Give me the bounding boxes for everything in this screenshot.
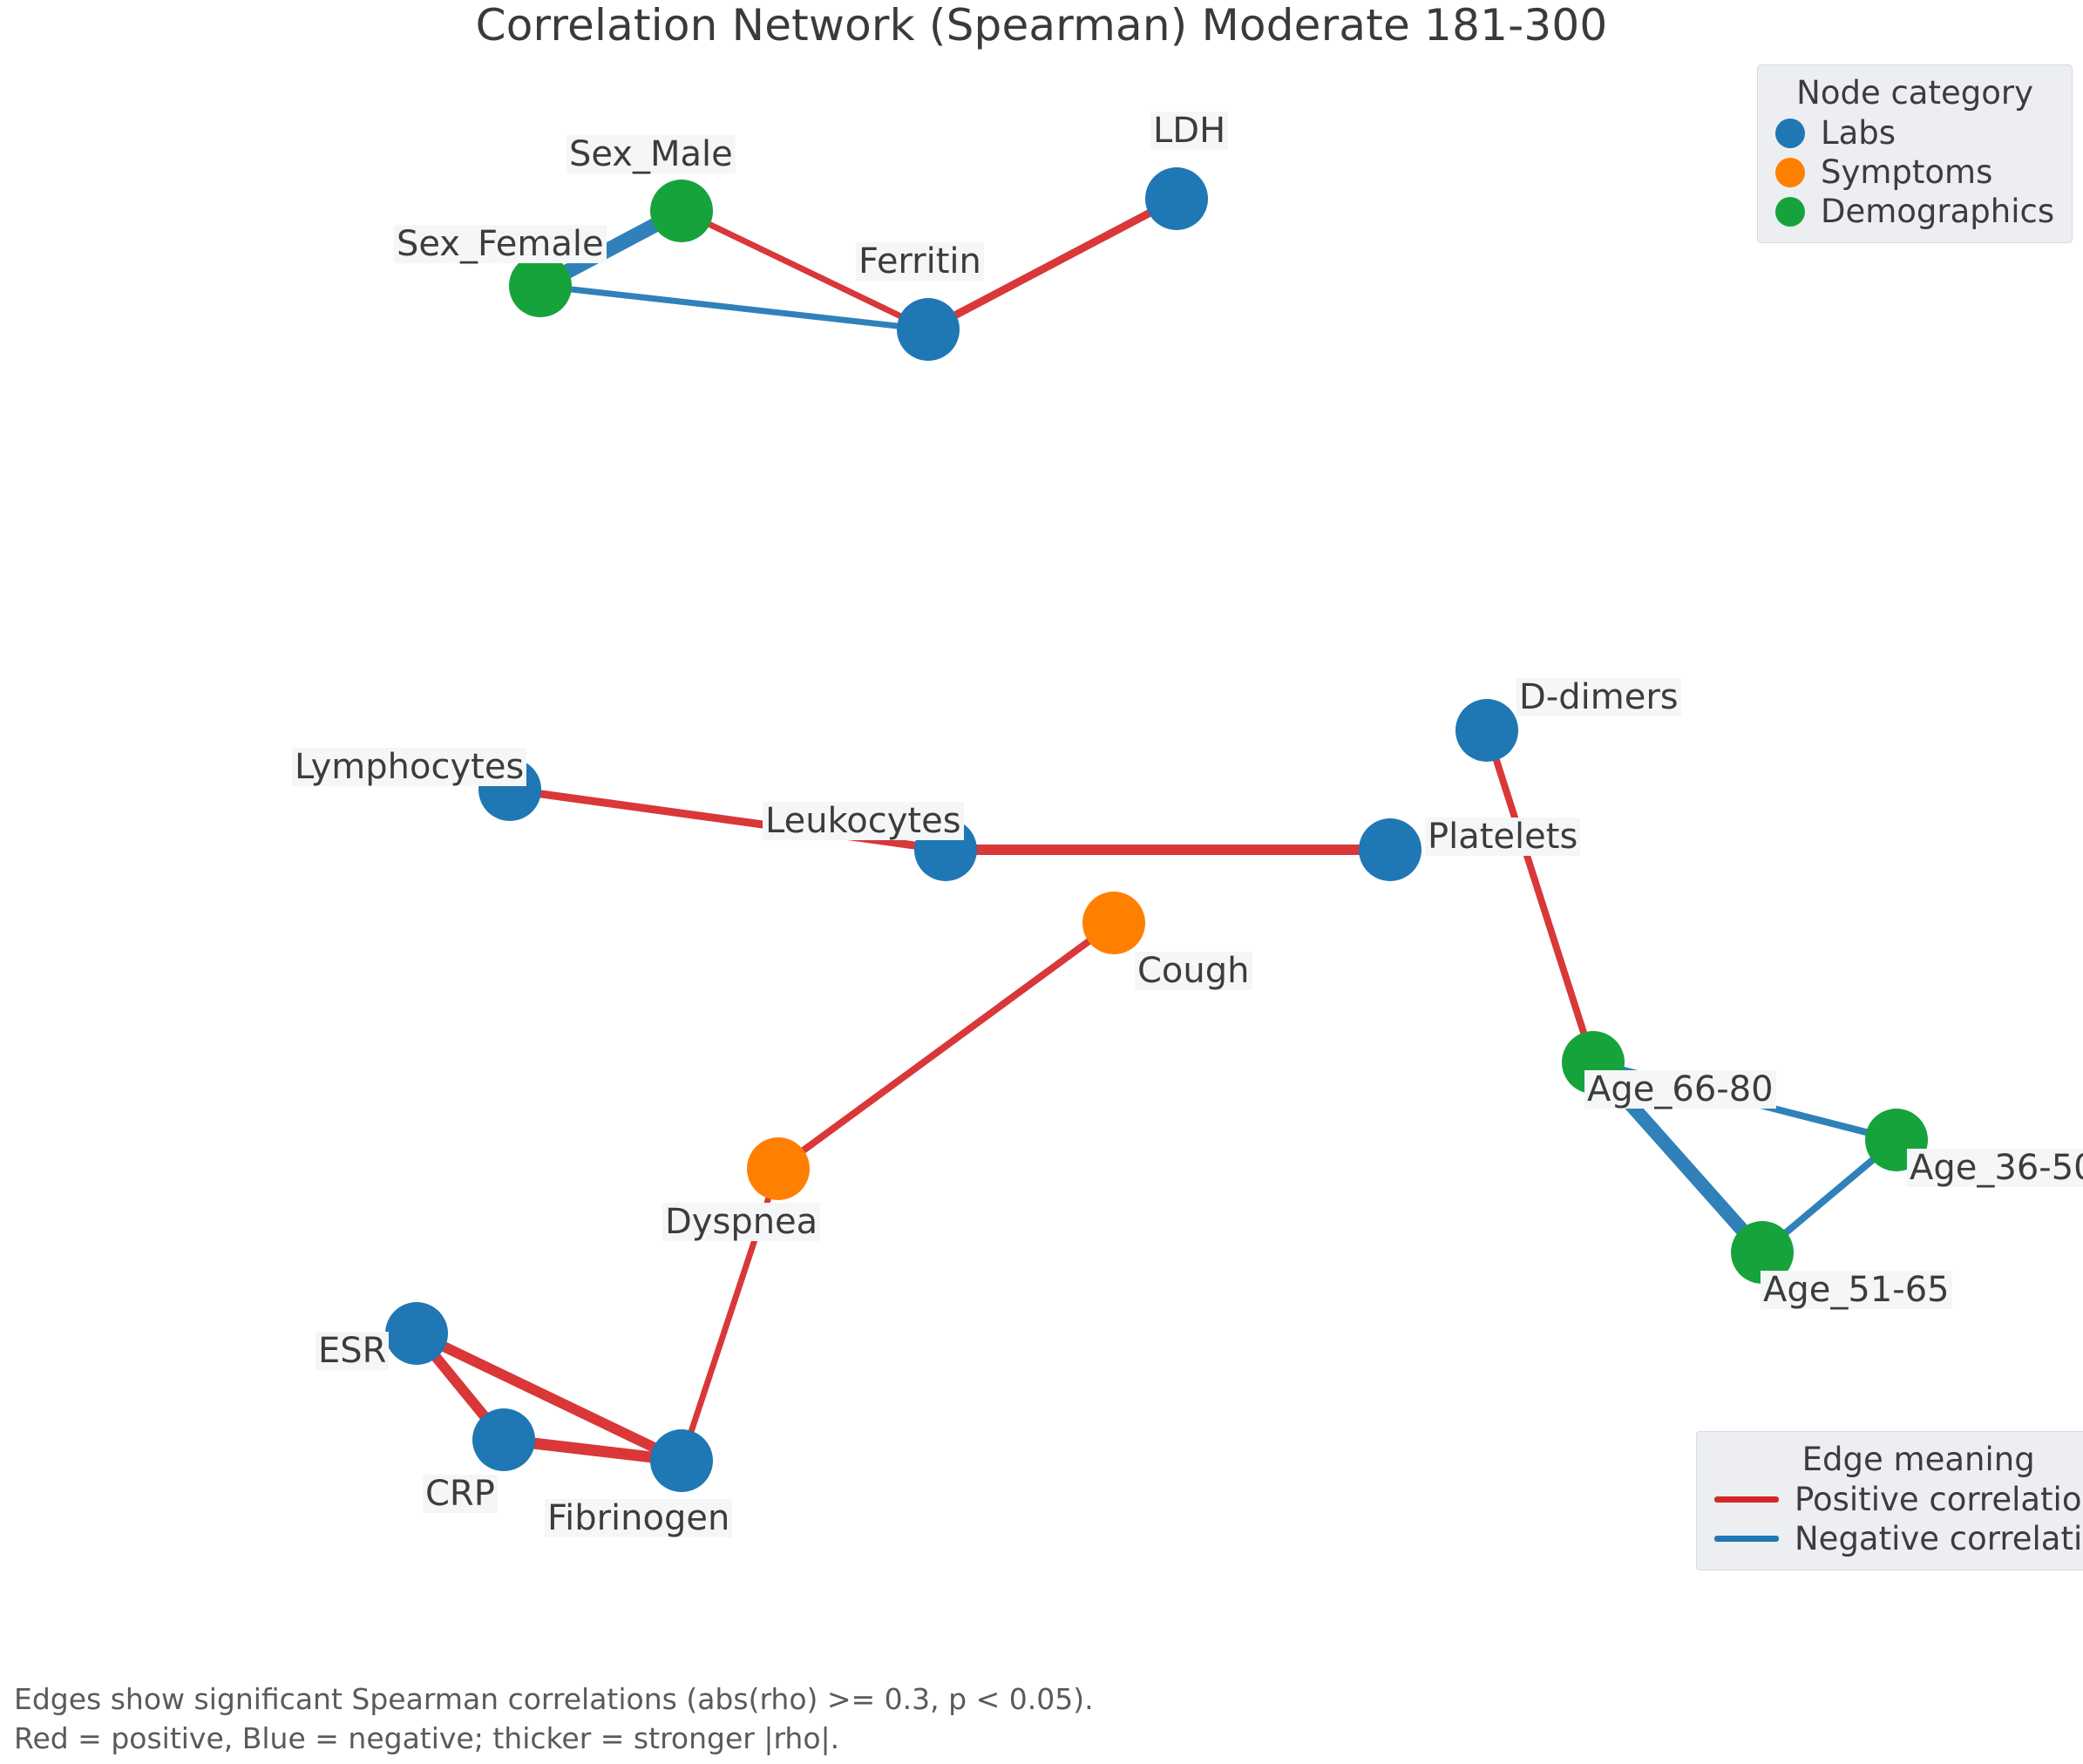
legend-item-label: Symptoms bbox=[1821, 153, 1993, 191]
node-Ferritin[interactable] bbox=[897, 298, 960, 361]
node-Sex_Male[interactable] bbox=[650, 180, 713, 242]
node-label-Platelets: Platelets bbox=[1425, 818, 1581, 856]
node-D-dimers[interactable] bbox=[1455, 699, 1518, 762]
node-label-CRP: CRP bbox=[423, 1475, 498, 1513]
page-title: Correlation Network (Spearman) Moderate … bbox=[475, 0, 1608, 51]
legend-item-labs: Labs bbox=[1775, 114, 2054, 152]
edge-meaning-legend: Edge meaning Positive correlation Negati… bbox=[1696, 1431, 2083, 1571]
node-label-Sex_Male: Sex_Male bbox=[567, 135, 736, 173]
node-Fibrinogen[interactable] bbox=[650, 1429, 713, 1492]
node-label-Age_66-80: Age_66-80 bbox=[1584, 1070, 1776, 1109]
node-Cough[interactable] bbox=[1082, 892, 1145, 954]
node-label-Dyspnea: Dyspnea bbox=[662, 1203, 821, 1241]
footnote-line-1: Edges show significant Spearman correlat… bbox=[14, 1682, 1094, 1716]
node-label-Sex_Female: Sex_Female bbox=[394, 225, 607, 263]
node-label-Ferritin: Ferritin bbox=[856, 242, 984, 281]
edge-Ferritin-LDH bbox=[924, 194, 1181, 334]
node-label-Fibrinogen: Fibrinogen bbox=[545, 1499, 733, 1537]
node-ESR[interactable] bbox=[385, 1302, 448, 1365]
legend-item-positive-correlation: Positive correlation bbox=[1714, 1481, 2083, 1518]
edge-Sex_Female-Ferritin bbox=[537, 282, 932, 333]
negative-edge-swatch-icon bbox=[1714, 1536, 1779, 1542]
edge-meaning-legend-title: Edge meaning bbox=[1801, 1441, 2035, 1478]
legend-item-label: Labs bbox=[1821, 114, 1896, 152]
edges-layer bbox=[411, 194, 1900, 1467]
legend-item-label: Positive correlation bbox=[1795, 1481, 2083, 1518]
node-label-Lymphocytes: Lymphocytes bbox=[292, 748, 527, 786]
node-label-ESR: ESR bbox=[316, 1332, 390, 1370]
node-label-D-dimers: D-dimers bbox=[1516, 678, 1681, 716]
legend-item-negative-correlation: Negative correlation bbox=[1714, 1520, 2083, 1557]
footnote-line-2: Red = positive, Blue = negative; thicker… bbox=[14, 1720, 840, 1755]
demographics-dot-icon bbox=[1775, 196, 1805, 227]
node-Age_51-65[interactable] bbox=[1731, 1221, 1794, 1284]
node-label-Leukocytes: Leukocytes bbox=[763, 802, 964, 840]
node-label-Cough: Cough bbox=[1135, 952, 1252, 990]
node-Dyspnea[interactable] bbox=[747, 1137, 810, 1200]
legend-item-label: Negative correlation bbox=[1795, 1520, 2083, 1557]
node-CRP[interactable] bbox=[472, 1408, 535, 1471]
node-category-legend: Node category Labs Symptoms Demographics bbox=[1757, 64, 2073, 243]
edge-Sex_Male-Ferritin bbox=[678, 207, 932, 333]
legend-item-demographics: Demographics bbox=[1775, 193, 2054, 230]
node-Sex_Female[interactable] bbox=[509, 254, 572, 317]
nodes-layer bbox=[385, 167, 1928, 1492]
positive-edge-swatch-icon bbox=[1714, 1496, 1779, 1503]
symptoms-dot-icon bbox=[1775, 157, 1805, 187]
labs-dot-icon bbox=[1775, 118, 1805, 148]
edge-ESR-Fibrinogen bbox=[411, 1328, 687, 1466]
edge-D-dimers-Age_66-80 bbox=[1483, 727, 1597, 1066]
node-label-Age_36-50: Age_36-50 bbox=[1907, 1149, 2083, 1187]
edge-Cough-Dyspnea bbox=[775, 919, 1117, 1172]
node-label-LDH: LDH bbox=[1150, 112, 1229, 150]
legend-item-label: Demographics bbox=[1821, 193, 2055, 230]
figure-footnote: Edges show significant Spearman correlat… bbox=[14, 1680, 1094, 1758]
node-label-Age_51-65: Age_51-65 bbox=[1761, 1271, 1952, 1309]
node-LDH[interactable] bbox=[1145, 167, 1208, 230]
legend-item-symptoms: Symptoms bbox=[1775, 153, 2054, 191]
node-Platelets[interactable] bbox=[1359, 818, 1421, 881]
node-category-legend-title: Node category bbox=[1796, 74, 2033, 112]
